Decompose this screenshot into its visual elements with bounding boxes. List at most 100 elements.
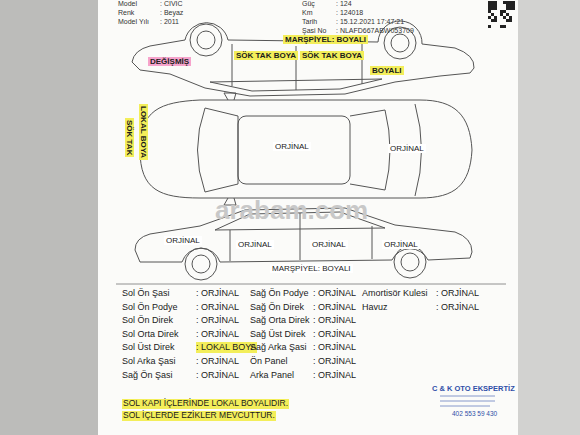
table-key: Sağ Arka Şasi bbox=[250, 342, 307, 352]
watermark: arabam.com bbox=[215, 196, 368, 226]
qr-cell bbox=[503, 10, 506, 13]
qr-cell bbox=[494, 1, 497, 4]
qr-cell bbox=[503, 25, 506, 28]
table-value: : ORJİNAL bbox=[313, 370, 356, 380]
table-key: Amortisör Kulesi bbox=[362, 288, 428, 298]
table-key: Sol Ön Şasi bbox=[122, 288, 170, 298]
table-value: : ORJİNAL bbox=[196, 356, 239, 366]
qr-cell bbox=[512, 4, 515, 7]
header-key: Renk bbox=[118, 9, 134, 17]
qr-cell bbox=[491, 4, 494, 7]
qr-cell bbox=[488, 1, 491, 4]
damage-label: SÖK TAK bbox=[125, 118, 134, 157]
table-value: : ORJİNAL bbox=[436, 302, 479, 312]
header-key: Tarih bbox=[302, 18, 317, 26]
table-key: Arka Panel bbox=[250, 370, 294, 380]
table-key: Ön Panel bbox=[250, 356, 288, 366]
header-value: : 15.12.2021 17:47:21 bbox=[336, 18, 404, 26]
damage-label: SÖK TAK BOYA bbox=[234, 51, 298, 60]
qr-cell bbox=[491, 19, 494, 22]
table-key: Sol Ön Direk bbox=[122, 315, 173, 325]
qr-cell bbox=[506, 13, 509, 16]
table-value: : LOKAL BOYA bbox=[196, 342, 257, 352]
part-status: MARŞPİYEL: BOYALI bbox=[270, 264, 353, 273]
table-value: : ORJİNAL bbox=[313, 288, 356, 298]
header-value: : NLAFD667ABW053709 bbox=[336, 27, 414, 35]
table-value: : ORJİNAL bbox=[196, 329, 239, 339]
part-status: ORJİNAL bbox=[388, 144, 426, 153]
table-key: Sağ Üst Direk bbox=[250, 329, 306, 339]
qr-cell bbox=[509, 7, 512, 10]
remark: SOL İÇLERDE EZİKLER MEVCUTTUR. bbox=[122, 411, 276, 421]
table-value: : ORJİNAL bbox=[313, 342, 356, 352]
table-value: : ORJİNAL bbox=[436, 288, 479, 298]
qr-cell bbox=[506, 19, 509, 22]
header-value: : 124018 bbox=[336, 9, 363, 17]
qr-cell bbox=[494, 7, 497, 10]
qr-cell bbox=[488, 4, 491, 7]
table-value: : ORJİNAL bbox=[196, 288, 239, 298]
stamp-lines bbox=[440, 396, 495, 406]
header-key: Model bbox=[118, 0, 137, 8]
table-value: : ORJİNAL bbox=[313, 302, 356, 312]
header-value: : 124 bbox=[336, 0, 352, 8]
table-key: Sağ Ön Direk bbox=[250, 302, 304, 312]
qr-cell bbox=[506, 4, 509, 7]
qr-cell bbox=[488, 25, 491, 28]
table-rule bbox=[116, 284, 506, 285]
remark: SOL KAPI İÇLERİNDE LOKAL BOYALIDIR. bbox=[122, 399, 289, 409]
qr-cell bbox=[506, 7, 509, 10]
qr-cell bbox=[509, 19, 512, 22]
paper-sheet bbox=[98, 0, 518, 435]
qr-cell bbox=[491, 1, 494, 4]
qr-cell bbox=[491, 13, 494, 16]
table-value: : ORJİNAL bbox=[313, 356, 356, 366]
header-value: : 2011 bbox=[160, 18, 179, 26]
qr-cell bbox=[509, 1, 512, 4]
damage-label: BOYALI bbox=[370, 66, 404, 75]
part-status: ORJİNAL bbox=[310, 240, 348, 249]
damage-label: SÖK TAK BOYA bbox=[300, 51, 364, 60]
table-value: : ORJİNAL bbox=[196, 302, 239, 312]
qr-cell bbox=[500, 10, 503, 13]
qr-cell bbox=[488, 7, 491, 10]
qr-code bbox=[488, 1, 515, 28]
table-value: : ORJİNAL bbox=[313, 315, 356, 325]
table-key: Havuz bbox=[362, 302, 388, 312]
table-value: : ORJİNAL bbox=[196, 370, 239, 380]
qr-cell bbox=[494, 4, 497, 7]
stamp-text: 402 553 59 430 bbox=[452, 410, 497, 417]
table-value: : ORJİNAL bbox=[313, 329, 356, 339]
qr-cell bbox=[491, 7, 494, 10]
qr-cell bbox=[503, 1, 506, 4]
table-key: Sol Ön Podye bbox=[122, 302, 178, 312]
header-key: Km bbox=[302, 9, 313, 17]
part-status: ORJİNAL bbox=[236, 240, 274, 249]
stamp-text: C & K OTO EKSPERTİZ bbox=[432, 385, 515, 394]
table-key: Sağ Ön Podye bbox=[250, 288, 309, 298]
header-key: Güç bbox=[302, 0, 315, 8]
part-status: ORJİNAL bbox=[164, 236, 202, 245]
damage-label: MARŞPİYEL: BOYALI bbox=[283, 35, 368, 44]
qr-cell bbox=[488, 10, 491, 13]
qr-cell bbox=[509, 4, 512, 7]
part-status: ORJİNAL bbox=[382, 240, 420, 249]
table-key: Sol Arka Şasi bbox=[122, 356, 176, 366]
header-key: Şasi No bbox=[302, 27, 327, 35]
car-top-view bbox=[140, 93, 472, 205]
header-key: Model Yılı bbox=[118, 18, 149, 26]
table-key: Sol Üst Direk bbox=[122, 342, 175, 352]
qr-cell bbox=[503, 16, 506, 19]
qr-cell bbox=[500, 25, 503, 28]
qr-cell bbox=[512, 1, 515, 4]
qr-cell bbox=[494, 16, 497, 19]
qr-cell bbox=[512, 7, 515, 10]
damage-label: LOKAL BOYA bbox=[139, 104, 148, 160]
damage-label: DEĞİŞMİŞ bbox=[148, 57, 191, 66]
table-key: Sağ Orta Direk bbox=[250, 315, 310, 325]
qr-cell bbox=[494, 19, 497, 22]
background bbox=[518, 0, 580, 435]
header-value: : Beyaz bbox=[160, 9, 183, 17]
qr-cell bbox=[488, 16, 491, 19]
table-key: Sol Orta Direk bbox=[122, 329, 179, 339]
